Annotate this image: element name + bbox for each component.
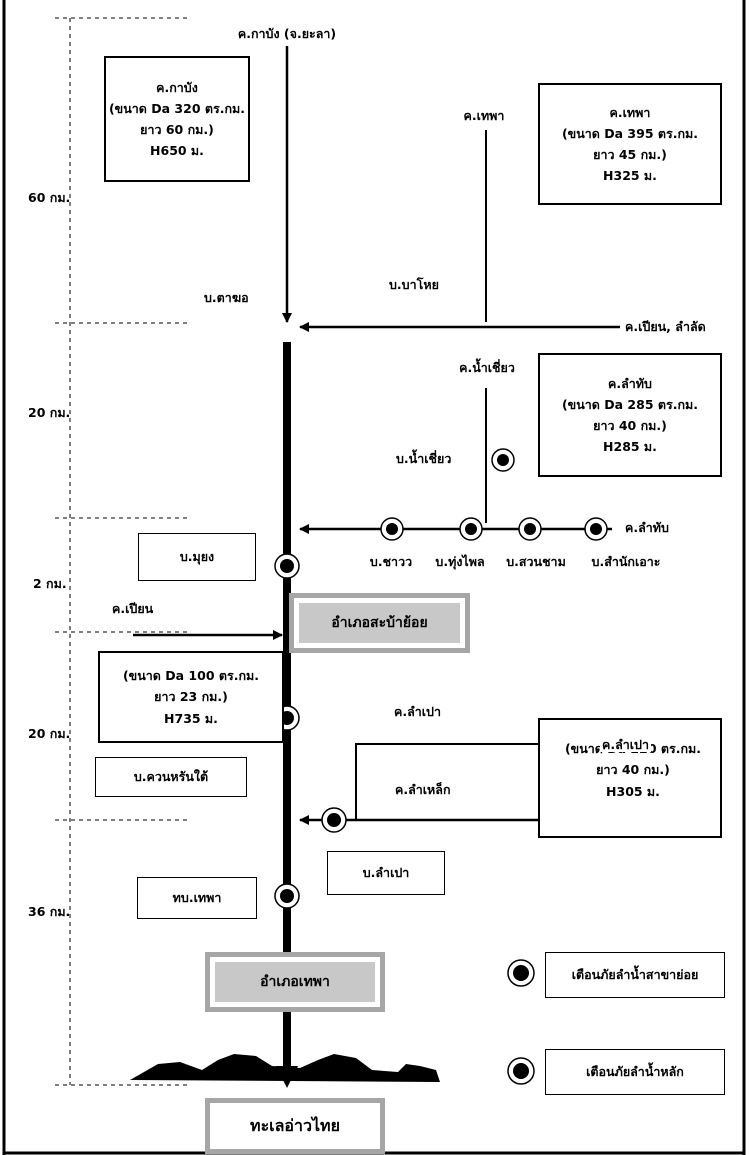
box-line: H305 ม. bbox=[606, 783, 660, 799]
station-marker-thung-phai bbox=[459, 517, 483, 541]
stream-label-kabang: ค.กาบัง (จ.ยะลา) bbox=[237, 26, 337, 41]
village-label-thung-phai: บ.ทุ่งไพล bbox=[435, 554, 485, 569]
distance-label: 20 กม. bbox=[28, 726, 71, 741]
catchment-box-thepha: ค.เทพา (ขนาด Da 395 ตร.กม. ยาว 45 กม.) H… bbox=[538, 83, 722, 205]
station-marker-chao bbox=[380, 517, 404, 541]
box-label: บ.มุยง bbox=[179, 549, 215, 565]
box-line: ยาว 40 กม.) bbox=[593, 418, 667, 433]
catchment-box-lamthap: ค.ลำทับ (ขนาด Da 285 ตร.กม. ยาว 40 กม.) … bbox=[538, 353, 722, 477]
stream-label-thepha: ค.เทพา bbox=[463, 108, 505, 123]
distance-label: 2 กม. bbox=[33, 576, 67, 591]
stream-label-pian-lamlat: ค.เปียน, ลำลัด bbox=[625, 319, 706, 334]
district-label: อำเภอเทพา bbox=[215, 962, 375, 1002]
village-label-chao: บ.ชาวว bbox=[369, 554, 413, 569]
village-label-nam-chiao: บ.น้ำเชี่ยว bbox=[396, 451, 452, 466]
box-line: ยาว 60 กม.) bbox=[140, 122, 214, 137]
stream-label-lampao-inbox: ค.ลำเปา bbox=[600, 737, 652, 752]
sea-label: ทะเลอ่าวไทย bbox=[210, 1103, 380, 1149]
village-label-suan-cham: บ.สวนชาม bbox=[506, 554, 566, 569]
district-box-saba-yoi: อำเภอสะบ้าย้อย bbox=[289, 593, 470, 653]
box-label: ทบ.เทพา bbox=[172, 890, 222, 906]
station-marker-samnak-o bbox=[584, 517, 608, 541]
village-label-ba-thoi: บ.บาโหย bbox=[389, 277, 439, 292]
box-line: H650 ม. bbox=[150, 143, 204, 159]
box-line: H325 ม. bbox=[603, 168, 657, 184]
box-line: ค.ลำทับ bbox=[608, 375, 652, 391]
station-marker-lampao bbox=[321, 807, 347, 833]
village-box-mung: บ.มุยง bbox=[138, 533, 256, 581]
legend-box-main: เตือนภัยลำน้ำหลัก bbox=[545, 1049, 725, 1095]
sea-box: ทะเลอ่าวไทย bbox=[205, 1098, 385, 1154]
box-line: ค.เทพา bbox=[609, 104, 651, 120]
legend-box-tributary: เตือนภัยลำน้ำสาขาย่อย bbox=[545, 952, 725, 998]
station-marker-suan-cham bbox=[518, 517, 542, 541]
stream-label-lamlek: ค.ลำเหล็ก bbox=[395, 782, 451, 797]
catchment-box-kabang: ค.กาบัง (ขนาด Da 320 ตร.กม. ยาว 60 กม.) … bbox=[104, 56, 250, 182]
catchment-box-lampao: (ขนาด Da 220 ตร.กม. ยาว 40 กม.) H305 ม. bbox=[538, 718, 722, 838]
village-box-khuan-rang-tai: บ.ควนหรันใต้ bbox=[95, 757, 247, 797]
legend-marker-main bbox=[507, 1057, 535, 1085]
legend-label: เตือนภัยลำน้ำหลัก bbox=[586, 1064, 684, 1080]
box-line: ค.กาบัง bbox=[156, 79, 198, 95]
station-box-thepha: ทบ.เทพา bbox=[137, 877, 257, 919]
district-label: อำเภอสะบ้าย้อย bbox=[299, 603, 460, 643]
box-line: (ขนาด Da 100 ตร.กม. bbox=[122, 668, 260, 684]
box-line: H285 ม. bbox=[603, 439, 657, 455]
box-line: (ขนาด Da 395 ตร.กม. bbox=[561, 125, 699, 141]
district-box-thepha: อำเภอเทพา bbox=[205, 952, 385, 1012]
station-marker-nam-chiao bbox=[491, 448, 515, 472]
village-label-samnak-o: บ.สำนักเอาะ bbox=[591, 554, 661, 569]
box-line: ยาว 40 กม.) bbox=[596, 762, 670, 778]
box-line: ยาว 23 กม.) bbox=[154, 689, 228, 705]
coastline-shape bbox=[130, 1054, 440, 1082]
box-label: บ.ลำเปา bbox=[362, 865, 410, 881]
stream-label-lamthap: ค.ลำทับ bbox=[625, 520, 669, 535]
box-line: (ขนาด Da 320 ตร.กม. bbox=[108, 100, 246, 116]
stream-label-nam-chiao: ค.น้ำเชี่ยว bbox=[459, 360, 515, 375]
village-label-ta-mo: บ.ตาฆอ bbox=[204, 290, 249, 305]
section-dividers bbox=[55, 17, 190, 1086]
distance-label: 20 กม. bbox=[28, 405, 71, 420]
legend-marker-tributary bbox=[507, 959, 535, 987]
station-marker-thepha bbox=[274, 883, 300, 909]
stream-label-lampao: ค.ลำเปา bbox=[394, 704, 442, 719]
box-line: ยาว 45 กม.) bbox=[593, 147, 667, 162]
catchment-box-pian: (ขนาด Da 100 ตร.กม. ยาว 23 กม.) H735 ม. bbox=[98, 651, 284, 743]
stream-label-pian-left: ค.เปียน bbox=[112, 601, 154, 616]
box-label: บ.ควนหรันใต้ bbox=[133, 769, 209, 785]
distance-label: 60 กม. bbox=[28, 190, 71, 205]
distance-label: 36 กม. bbox=[28, 904, 71, 919]
station-marker-mung bbox=[274, 553, 300, 579]
box-line: H735 ม. bbox=[164, 710, 218, 726]
box-line: (ขนาด Da 285 ตร.กม. bbox=[561, 396, 699, 412]
legend-label: เตือนภัยลำน้ำสาขาย่อย bbox=[571, 967, 699, 983]
lampao-river bbox=[355, 743, 600, 820]
village-box-lampao: บ.ลำเปา bbox=[327, 851, 445, 895]
